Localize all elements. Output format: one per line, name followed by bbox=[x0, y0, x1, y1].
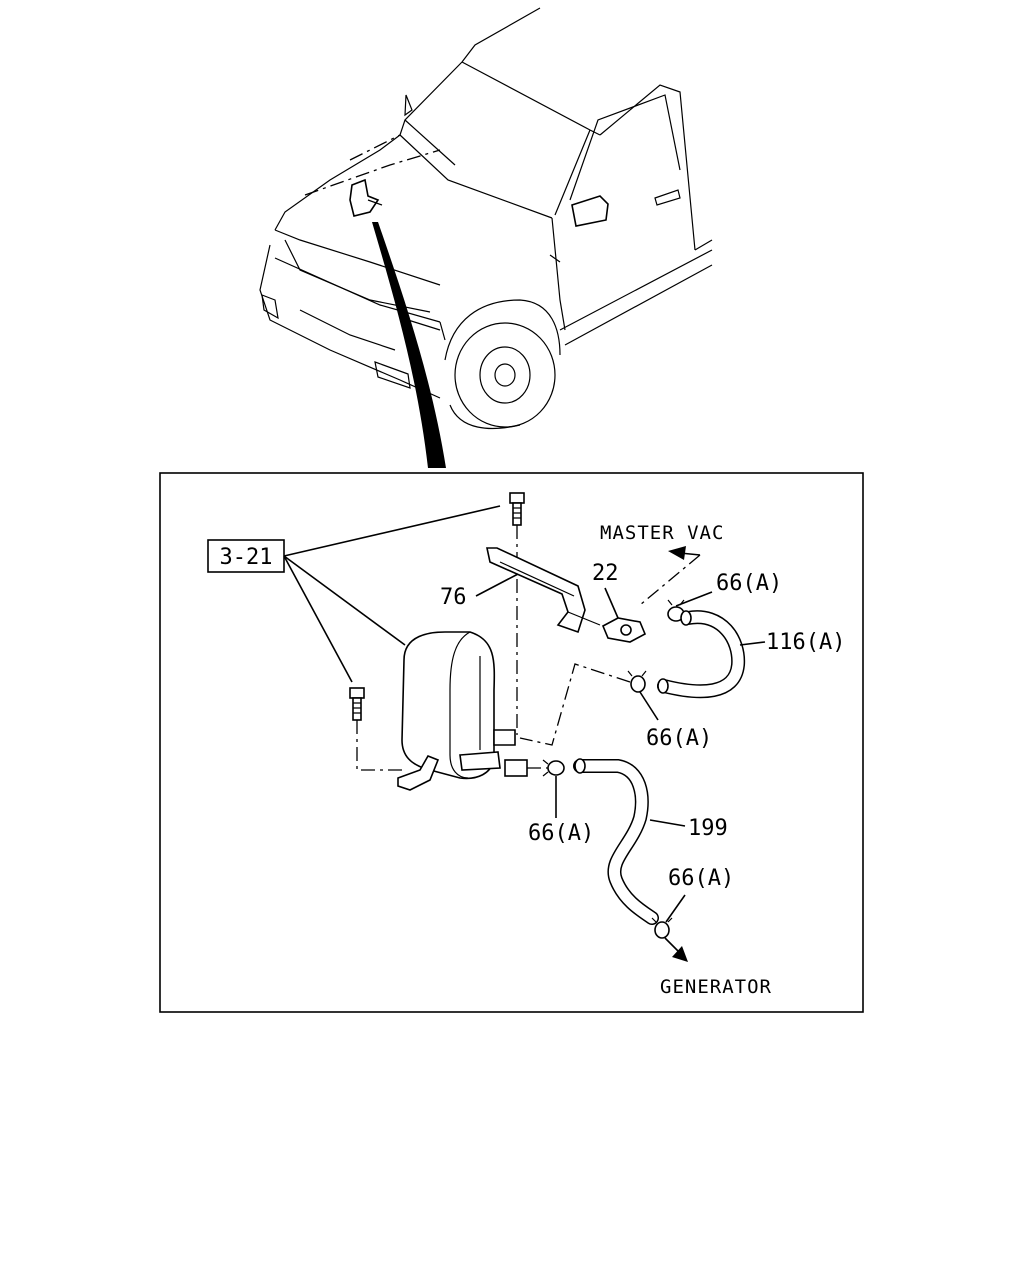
bracket-76 bbox=[486, 547, 601, 634]
label-76: 76 bbox=[440, 585, 467, 610]
bolt-left bbox=[349, 687, 365, 721]
label-199: 199 bbox=[688, 816, 728, 841]
hose-199 bbox=[573, 758, 659, 925]
label-66a-bottom-left: 66(A) bbox=[528, 821, 594, 846]
label-22: 22 bbox=[592, 561, 619, 586]
clamp-66a-bottom-left bbox=[542, 759, 565, 777]
label-66a-mid: 66(A) bbox=[646, 726, 712, 751]
label-66a-bottom-right: 66(A) bbox=[668, 866, 734, 891]
ref-group-label: 3-21 bbox=[220, 545, 273, 570]
label-116a: 116(A) bbox=[766, 630, 845, 655]
clamp-66a-bottom-right bbox=[651, 917, 673, 939]
master-vac-label: MASTER VAC bbox=[600, 522, 724, 544]
valve-22 bbox=[601, 617, 647, 643]
clamp-66a-mid bbox=[627, 670, 647, 693]
vehicle-locator-illustration bbox=[259, 7, 713, 468]
ref-group-box bbox=[207, 539, 285, 573]
vacuum-tank bbox=[397, 631, 528, 791]
detail-frame bbox=[159, 472, 864, 1013]
hose-116a bbox=[657, 610, 746, 699]
label-66a-top: 66(A) bbox=[716, 571, 782, 596]
bolt-top bbox=[509, 492, 525, 526]
generator-label: GENERATOR bbox=[660, 976, 772, 998]
